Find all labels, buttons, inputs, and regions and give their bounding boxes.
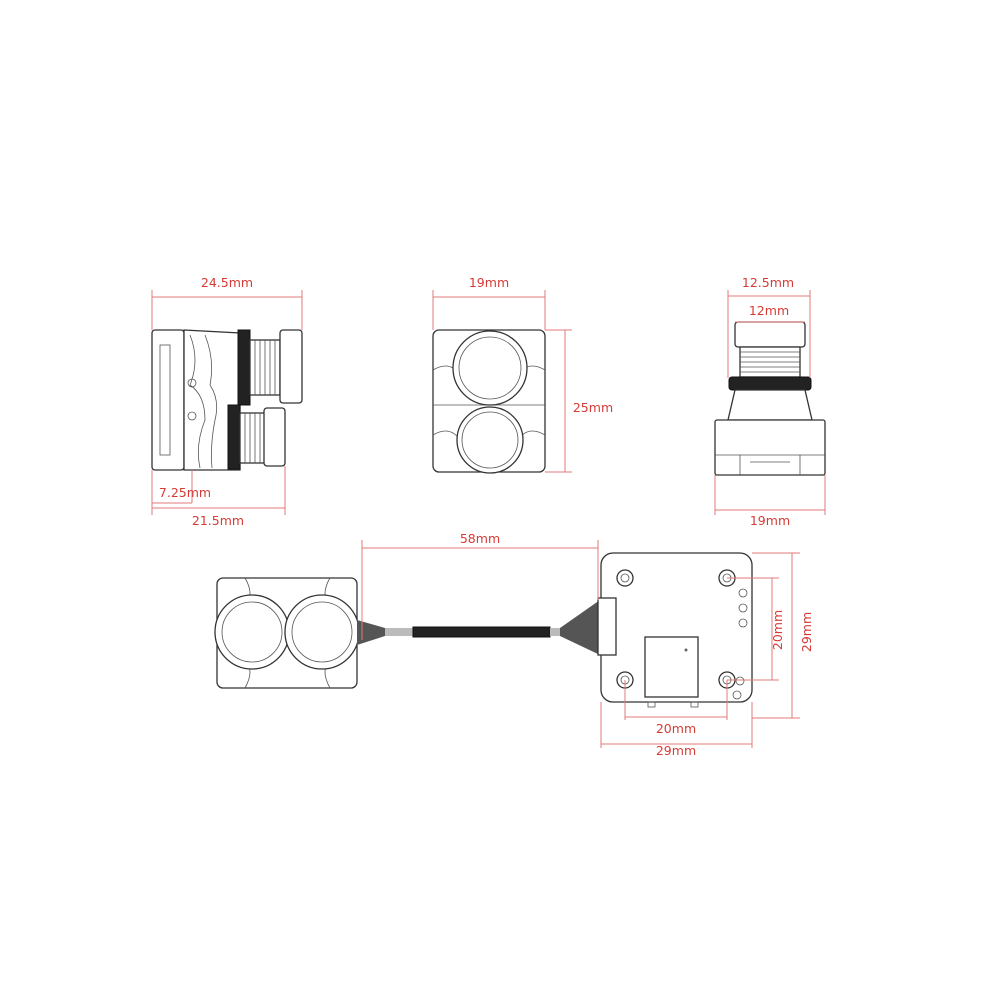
front-view (432, 329, 546, 474)
dim-lens-width: 12mm (749, 303, 789, 318)
dim-front-height: 25mm (573, 400, 613, 415)
chip (644, 636, 699, 698)
dim-lower-lens-length: 21.5mm (192, 513, 244, 528)
dim-body-depth: 7.25mm (159, 485, 211, 500)
dim-overall-length: 24.5mm (201, 275, 253, 290)
assembly-dimensions: 58mm 29mm 20mm 20mm 29mm (361, 531, 814, 758)
dim-board-width: 29mm (656, 743, 696, 758)
dim-board-height: 29mm (799, 612, 814, 652)
side-view (151, 329, 303, 471)
dim-front-width: 19mm (469, 275, 509, 290)
dim-lens-ring-width: 12.5mm (742, 275, 794, 290)
dim-top-body-width: 19mm (750, 513, 790, 528)
front-view-dimensions: 19mm 25mm (432, 275, 613, 473)
top-view-dimensions: 12.5mm 12mm 19mm (714, 275, 826, 528)
assembly-view (214, 552, 753, 708)
side-view-dimensions: 24.5mm 7.25mm 21.5mm (151, 275, 303, 528)
dim-hole-spacing-horizontal: 20mm (656, 721, 696, 736)
flex-cable-left (357, 620, 385, 645)
flex-cable (412, 626, 551, 638)
dim-cable-length: 58mm (460, 531, 500, 546)
dim-hole-spacing-vertical: 20mm (770, 610, 785, 650)
top-view (714, 321, 826, 476)
